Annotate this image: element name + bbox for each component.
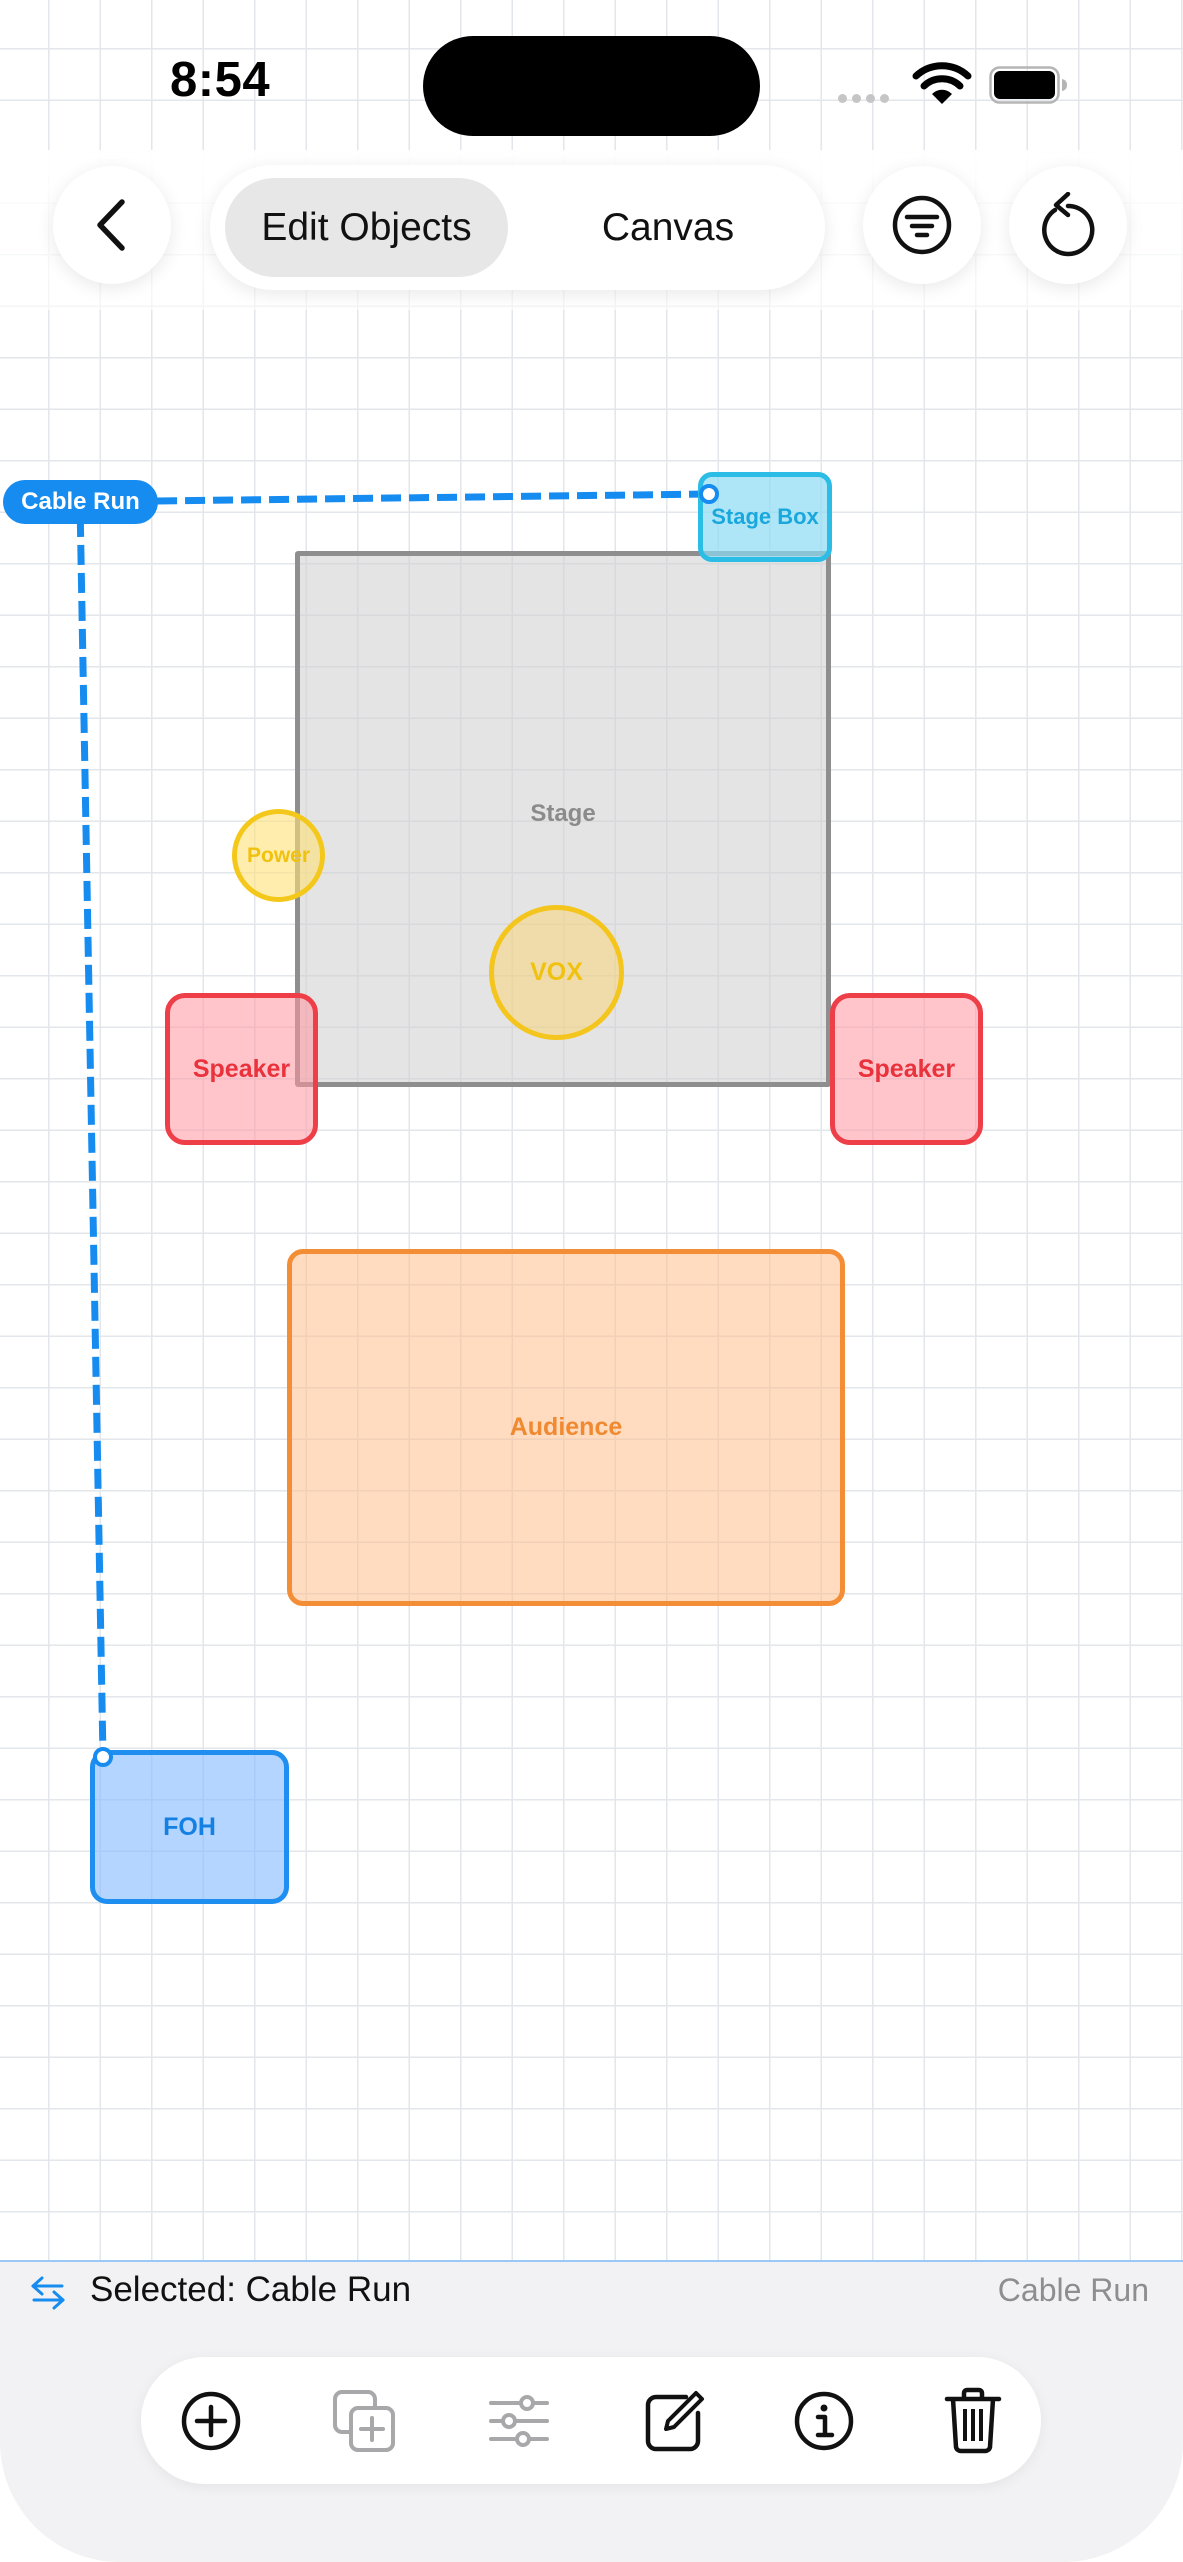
- selection-type-label: Cable Run: [997, 2272, 1149, 2308]
- back-button[interactable]: [53, 166, 171, 284]
- dynamic-island: [423, 36, 760, 136]
- power-label: Power: [246, 843, 311, 867]
- filter-button[interactable]: [863, 166, 981, 284]
- cable-anchor-handle[interactable]: [697, 482, 721, 506]
- segment-edit-objects[interactable]: Edit Objects: [261, 206, 472, 249]
- speaker-right-object[interactable]: Speaker: [830, 993, 983, 1145]
- reset-button[interactable]: [1009, 166, 1127, 284]
- info-button[interactable]: [774, 2357, 874, 2484]
- foh-object[interactable]: FOH: [90, 1750, 289, 1904]
- status-bar: 8:54: [0, 0, 1183, 150]
- edit-icon: [645, 2390, 704, 2451]
- cable-run-line[interactable]: [0, 0, 1183, 2260]
- vox-object[interactable]: VOX: [489, 905, 624, 1040]
- plus-circle-icon: [181, 2391, 241, 2450]
- wifi-icon: [912, 62, 972, 104]
- info-icon: [794, 2391, 854, 2450]
- adjust-button[interactable]: [469, 2357, 569, 2484]
- bottom-toolbar: [141, 2357, 1041, 2484]
- add-button[interactable]: [161, 2357, 261, 2484]
- status-time: 8:54: [170, 53, 271, 107]
- speaker-right-label: Speaker: [857, 1054, 956, 1083]
- swap-arrows-icon: [31, 2276, 65, 2310]
- duplicate-icon: [333, 2389, 395, 2452]
- segment-canvas[interactable]: Canvas: [601, 206, 735, 249]
- filter-icon: [892, 195, 952, 255]
- edit-button[interactable]: [624, 2357, 724, 2484]
- selection-status-text: Selected: Cable Run: [90, 2270, 412, 2309]
- stage-label: Stage: [530, 800, 596, 827]
- speaker-left-label: Speaker: [192, 1054, 291, 1083]
- cable-end-handle[interactable]: [93, 1747, 113, 1767]
- audience-label: Audience: [509, 1413, 623, 1441]
- duplicate-button[interactable]: [314, 2357, 414, 2484]
- stage-box-object[interactable]: Stage Box: [698, 472, 832, 562]
- battery-icon: [989, 66, 1067, 104]
- delete-button[interactable]: [923, 2357, 1023, 2484]
- chevron-left-icon: [97, 199, 125, 251]
- sliders-icon: [489, 2394, 549, 2447]
- stage-box-label: Stage Box: [711, 504, 819, 529]
- audience-object[interactable]: Audience: [287, 1249, 845, 1606]
- cable-run-label[interactable]: Cable Run: [3, 480, 158, 524]
- power-object[interactable]: Power: [232, 809, 325, 902]
- rotate-reset-icon: [1042, 192, 1095, 257]
- mode-segmented-control: Edit Objects Canvas: [210, 165, 825, 290]
- vox-label: VOX: [530, 958, 583, 986]
- segment-selection-highlight: [225, 178, 508, 277]
- foh-label: FOH: [163, 1812, 216, 1841]
- speaker-left-object[interactable]: Speaker: [165, 993, 318, 1145]
- trash-icon: [944, 2387, 1002, 2453]
